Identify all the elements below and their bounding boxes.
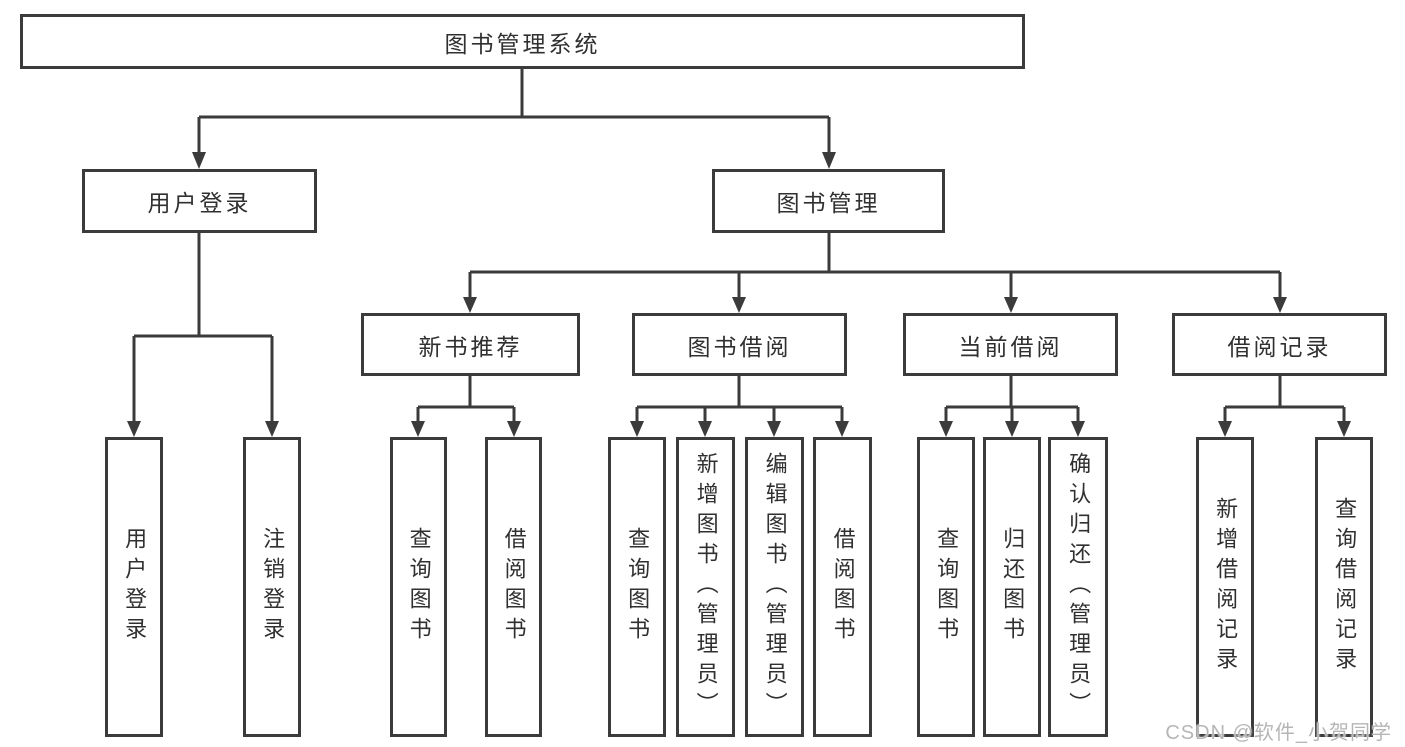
leaf-query-books-3: 查询图书 xyxy=(917,437,975,737)
leaf-query-books-1: 查询图书 xyxy=(390,437,447,737)
connector-mgmt-to-level3 xyxy=(463,233,1287,313)
leaf-confirm-return-admin: 确认归还（管理员） xyxy=(1048,437,1108,737)
node-book-management: 图书管理 xyxy=(712,169,945,233)
leaf-edit-book-admin: 编辑图书（管理员） xyxy=(745,437,804,737)
connector-root-to-level2 xyxy=(192,69,836,169)
node-new-book-recommend-label: 新书推荐 xyxy=(418,333,523,360)
leaf-user-login: 用户登录 xyxy=(105,437,163,737)
node-library-management-system-label: 图书管理系统 xyxy=(444,30,601,57)
leaf-query-books-3-label: 查询图书 xyxy=(934,527,960,647)
leaf-user-login-label: 用户登录 xyxy=(122,527,148,647)
connector-records-to-leaves xyxy=(1218,376,1351,437)
node-library-management-system: 图书管理系统 xyxy=(20,14,1025,69)
node-borrow-records-label: 借阅记录 xyxy=(1227,333,1332,360)
leaf-borrow-books-2: 借阅图书 xyxy=(813,437,872,737)
node-user-login-label: 用户登录 xyxy=(147,190,252,216)
leaf-add-borrow-record-label: 新增借阅记录 xyxy=(1213,497,1239,677)
connector-borrow-to-leaves xyxy=(630,376,849,437)
node-book-management-label: 图书管理 xyxy=(776,190,881,216)
leaf-borrow-books-1: 借阅图书 xyxy=(485,437,542,737)
leaf-query-borrow-record-label: 查询借阅记录 xyxy=(1332,497,1358,677)
leaf-logout: 注销登录 xyxy=(243,437,301,737)
watermark: CSDN @软件_小贺同学 xyxy=(1165,722,1392,744)
connector-current-to-leaves xyxy=(939,376,1085,437)
leaf-return-book-label: 归还图书 xyxy=(1000,527,1026,647)
node-user-login: 用户登录 xyxy=(82,169,317,233)
leaf-add-borrow-record: 新增借阅记录 xyxy=(1196,437,1254,737)
leaf-add-book-admin-label: 新增图书（管理员） xyxy=(693,452,719,722)
leaf-borrow-books-2-label: 借阅图书 xyxy=(830,527,856,647)
connector-login-to-leaves xyxy=(127,233,279,437)
leaf-borrow-books-1-label: 借阅图书 xyxy=(501,527,527,647)
node-book-borrow-label: 图书借阅 xyxy=(687,333,792,360)
node-current-borrow-label: 当前借阅 xyxy=(958,333,1063,360)
leaf-edit-book-admin-label: 编辑图书（管理员） xyxy=(762,452,788,722)
leaf-logout-label: 注销登录 xyxy=(260,527,286,647)
leaf-add-book-admin: 新增图书（管理员） xyxy=(676,437,735,737)
leaf-query-books-2: 查询图书 xyxy=(608,437,666,737)
connector-newbooks-to-leaves xyxy=(411,376,521,437)
leaf-query-books-1-label: 查询图书 xyxy=(406,527,432,647)
node-current-borrow: 当前借阅 xyxy=(903,313,1118,376)
leaf-confirm-return-admin-label: 确认归还（管理员） xyxy=(1066,452,1092,722)
node-book-borrow: 图书借阅 xyxy=(632,313,847,376)
node-new-book-recommend: 新书推荐 xyxy=(361,313,580,376)
node-borrow-records: 借阅记录 xyxy=(1172,313,1387,376)
leaf-query-borrow-record: 查询借阅记录 xyxy=(1315,437,1373,737)
leaf-query-books-2-label: 查询图书 xyxy=(625,527,651,647)
leaf-return-book: 归还图书 xyxy=(983,437,1041,737)
